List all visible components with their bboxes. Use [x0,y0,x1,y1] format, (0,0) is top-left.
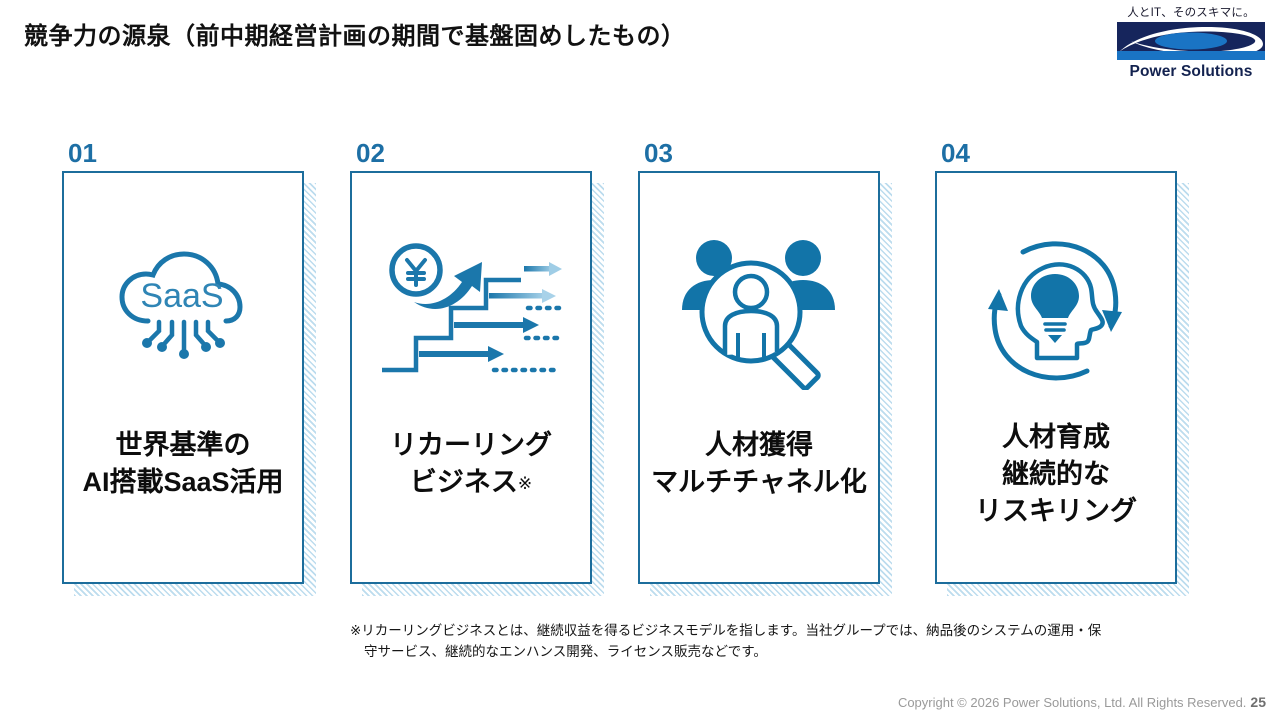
card-label-01-line2: AI搭載SaaS活用 [82,467,284,497]
card-box-03[interactable]: 人材獲得 マルチチャネル化 [638,171,880,584]
card-label-04-line3: リスキリング [975,496,1137,526]
pillar-card-03[interactable]: 03 [638,138,892,596]
card-label-02-note-mark: ※ [517,474,533,493]
footer: Copyright © 2026 Power Solutions, Ltd. A… [898,694,1266,710]
yen-growth-stairs-icon [352,225,590,395]
svg-text:SaaS: SaaS [140,277,223,315]
card-box-02[interactable]: リカーリング ビジネス※ [350,171,592,584]
power-solutions-logo-mark [1117,22,1265,60]
card-number-03: 03 [644,138,673,168]
card-label-02-line1: リカーリング [390,430,552,460]
pillar-card-01[interactable]: 01 SaaS [62,138,316,596]
logo-bottom-band [1117,51,1265,60]
page-title: 競争力の源泉（前中期経営計画の期間で基盤固めしたもの） [24,23,686,50]
card-label-04-line1: 人材育成 [1002,422,1110,452]
card-label-01: 世界基準の AI搭載SaaS活用 [64,427,302,501]
card-box-01[interactable]: SaaS [62,171,304,584]
pillar-card-04[interactable]: 04 [935,138,1189,596]
pillar-card-02[interactable]: 02 [350,138,604,596]
card-number-04: 04 [941,138,970,168]
footnote-line-1: ※リカーリングビジネスとは、継続収益を得るビジネスモデルを指します。当社グループ… [350,623,1102,638]
card-label-03: 人材獲得 マルチチャネル化 [640,427,878,501]
card-label-01-line1: 世界基準の [115,430,251,460]
card-number-02: 02 [356,138,385,168]
head-lightbulb-cycle-icon [937,225,1175,395]
brand-logo: 人とIT、そのスキマに。 Power Solutions [1110,6,1272,92]
saas-cloud-icon: SaaS [64,225,302,395]
card-label-02-line2: ビジネス [409,467,518,497]
card-label-03-line1: 人材獲得 [705,430,813,460]
card-label-04-line2: 継続的な [1002,459,1110,489]
logo-swoosh-icon [1119,27,1263,57]
footnote: ※リカーリングビジネスとは、継続収益を得るビジネスモデルを指します。当社グループ… [350,620,1150,662]
card-box-04[interactable]: 人材育成 継続的な リスキリング [935,171,1177,584]
card-label-04: 人材育成 継続的な リスキリング [937,419,1175,530]
card-label-02: リカーリング ビジネス※ [352,427,590,502]
brand-tagline: 人とIT、そのスキマに。 [1127,7,1255,19]
people-search-icon [640,225,878,395]
page-number: 25 [1250,694,1266,710]
footnote-line-2: 守サービス、継続的なエンハンス開発、ライセンス販売などです。 [364,644,767,659]
card-number-01: 01 [68,138,97,168]
card-label-03-line2: マルチチャネル化 [651,467,867,497]
brand-name: Power Solutions [1129,63,1253,80]
copyright-text: Copyright © 2026 Power Solutions, Ltd. A… [897,695,1247,710]
